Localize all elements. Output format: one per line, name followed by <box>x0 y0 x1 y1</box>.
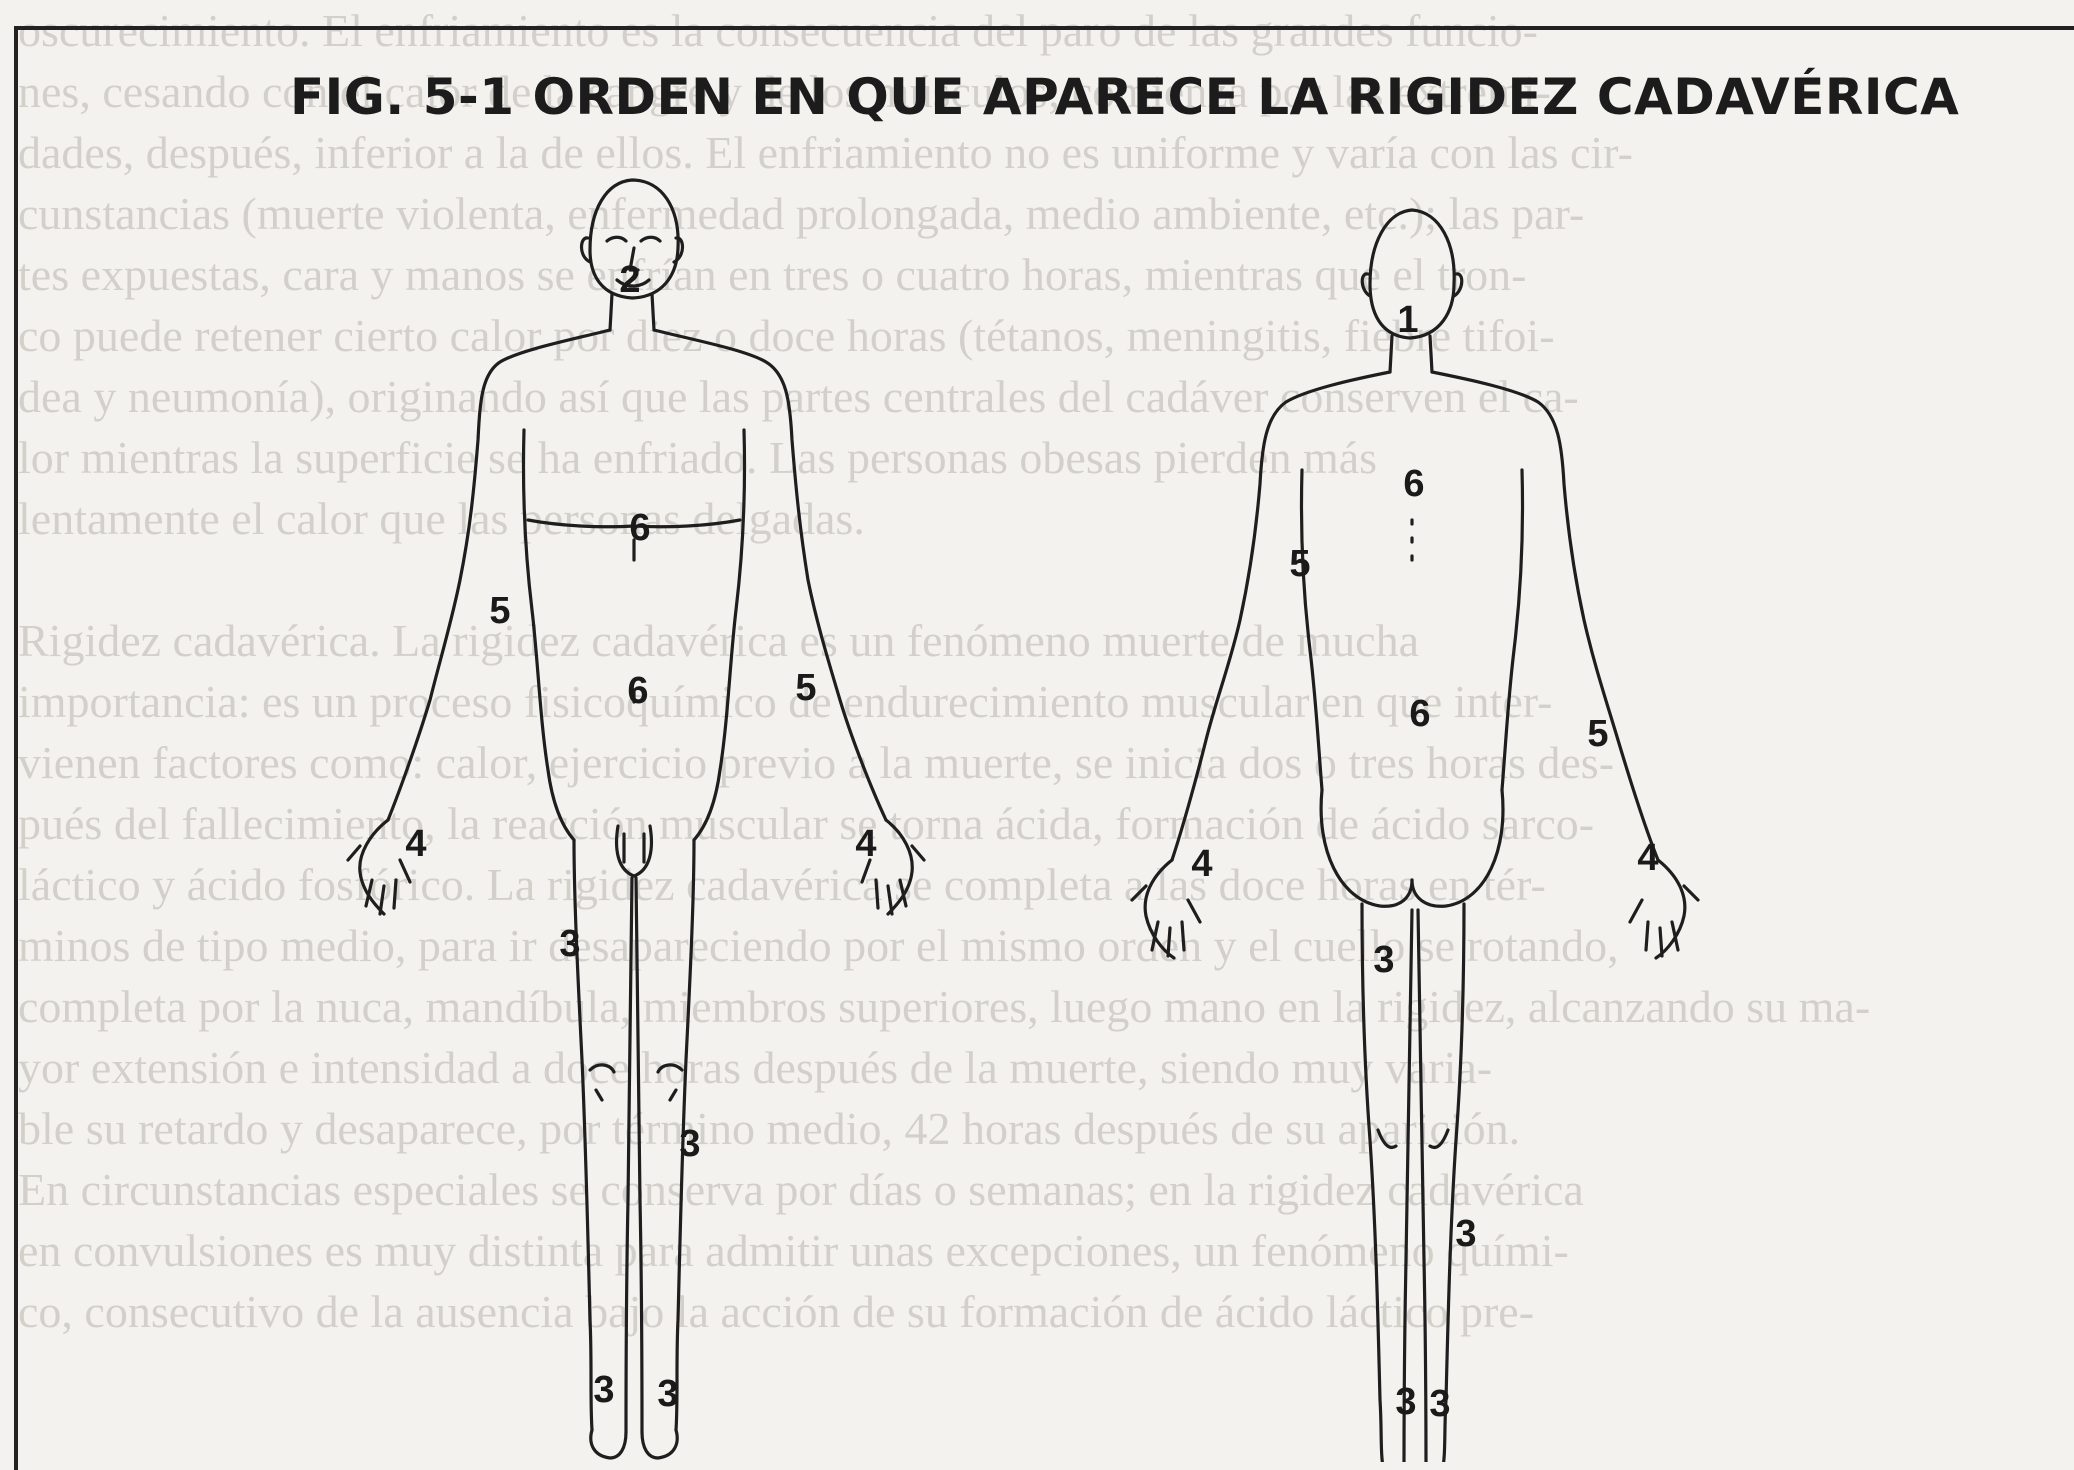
label-back-right-arm: 5 <box>1289 543 1310 585</box>
label-front-jaw: 2 <box>619 259 640 301</box>
front-body-figure <box>348 180 924 1458</box>
label-front-left-hand: 4 <box>855 823 876 865</box>
back-body-figure <box>1132 210 1698 1462</box>
label-back-upper-back: 6 <box>1403 463 1424 505</box>
label-back-right-foot: 3 <box>1395 1381 1416 1423</box>
label-back-thigh: 3 <box>1373 939 1394 981</box>
label-front-left-foot: 3 <box>657 1373 678 1415</box>
label-front-thigh: 3 <box>559 923 580 965</box>
label-back-calf: 3 <box>1455 1213 1476 1255</box>
label-front-chest: 6 <box>629 507 650 549</box>
label-front-right-hand: 4 <box>405 823 426 865</box>
label-front-abdomen: 6 <box>627 670 648 712</box>
label-front-knee: 3 <box>679 1123 700 1165</box>
label-front-right-foot: 3 <box>593 1369 614 1411</box>
label-back-neck: 1 <box>1397 299 1418 341</box>
label-back-left-foot: 3 <box>1429 1383 1450 1425</box>
label-front-left-arm: 5 <box>795 667 816 709</box>
label-back-left-arm: 5 <box>1587 713 1608 755</box>
label-back-lower-back: 6 <box>1409 693 1430 735</box>
label-back-left-hand: 4 <box>1637 837 1658 879</box>
label-back-right-hand: 4 <box>1191 843 1212 885</box>
label-front-right-arm: 5 <box>489 590 510 632</box>
